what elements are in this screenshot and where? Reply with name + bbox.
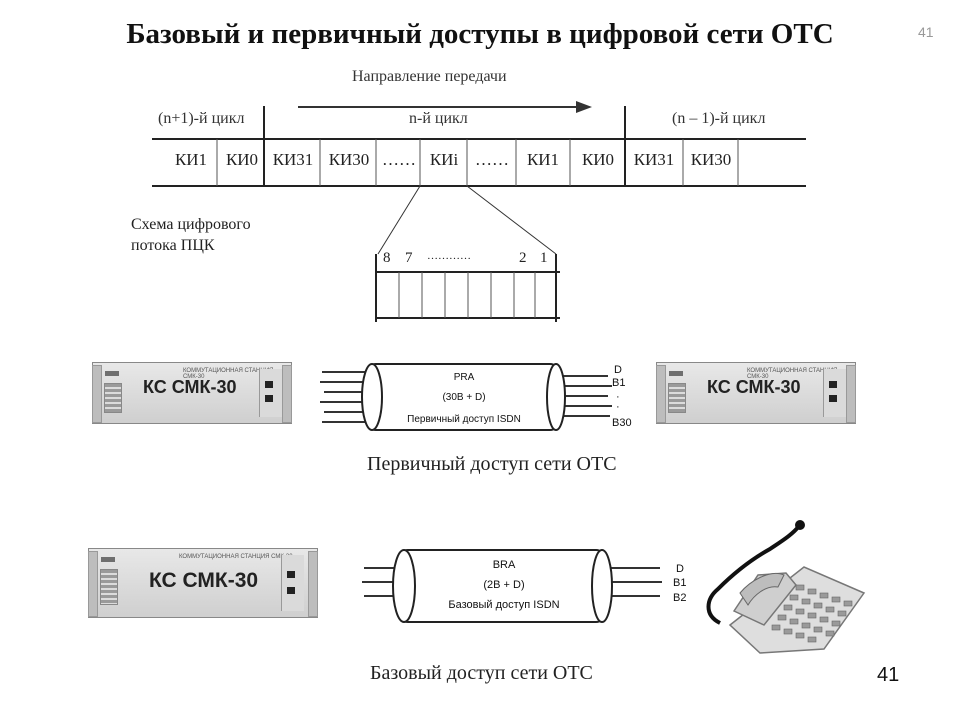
bit-label: 8 bbox=[383, 250, 391, 266]
scheme-label-line2: потока ПЦК bbox=[131, 237, 215, 254]
port bbox=[265, 381, 273, 388]
cable-label-type: BRA bbox=[493, 559, 516, 571]
module-slot bbox=[259, 369, 282, 417]
cycle-label-current: n-й цикл bbox=[409, 110, 468, 127]
port bbox=[265, 395, 273, 402]
cycle-label-previous: (n – 1)-й цикл bbox=[672, 110, 766, 127]
cable-label-description: Первичный доступ ISDN bbox=[407, 414, 521, 425]
rack-ear bbox=[88, 551, 98, 617]
page-number-top: 41 bbox=[918, 24, 934, 40]
primary-caption: Первичный доступ сети ОТС bbox=[367, 453, 617, 475]
rack-ear bbox=[846, 365, 856, 423]
page-number-bottom: 41 bbox=[877, 664, 900, 686]
rack-ear bbox=[282, 365, 292, 423]
port bbox=[829, 395, 837, 402]
frame-cell: КИi bbox=[429, 150, 459, 169]
switch-device-primary-left: КОММУТАЦИОННАЯ СТАНЦИЯ СМК-30 КС СМК-30 bbox=[92, 362, 292, 424]
frame-cell: КИ1 bbox=[174, 150, 208, 169]
rack-ear bbox=[308, 551, 318, 617]
channel-label: B2 bbox=[673, 592, 687, 604]
switch-device-primary-right: КОММУТАЦИОННАЯ СТАНЦИЯ СМК-30 КС СМК-30 bbox=[656, 362, 856, 424]
device-label: КС СМК-30 bbox=[707, 377, 801, 397]
channel-label: D bbox=[614, 364, 622, 376]
frame-cell: КИ0 bbox=[581, 150, 615, 169]
cable-label-type: PRA bbox=[454, 372, 475, 383]
module-slot bbox=[823, 369, 846, 417]
cable-label-channels: (2B + D) bbox=[483, 579, 524, 591]
direction-label: Направление передачи bbox=[352, 68, 507, 85]
keypad bbox=[104, 383, 122, 413]
switch-device-basic: КОММУТАЦИОННАЯ СТАНЦИЯ СМК-30 КС СМК-30 bbox=[88, 548, 318, 618]
channel-label: B30 bbox=[612, 417, 632, 429]
cable-end bbox=[392, 549, 416, 623]
device-toptext: КОММУТАЦИОННАЯ СТАНЦИЯ СМК-30 bbox=[183, 368, 274, 380]
device-label: КС СМК-30 bbox=[143, 377, 237, 397]
pra-cable: PRA (30B + D) Первичный доступ ISDN bbox=[320, 363, 612, 431]
scheme-label: Схема цифрового потока ПЦК bbox=[131, 214, 251, 256]
cable-label-channels: (30B + D) bbox=[442, 392, 485, 403]
channel-label: B1 bbox=[673, 577, 687, 589]
frame-cell: …… bbox=[475, 150, 509, 169]
keypad bbox=[668, 383, 686, 413]
frame-cell: КИ30 bbox=[690, 150, 732, 169]
slide-title: Базовый и первичный доступы в цифровой с… bbox=[126, 18, 834, 50]
channel-label: B1 bbox=[612, 377, 626, 389]
frame-diagram bbox=[152, 101, 806, 322]
channel-label: · bbox=[616, 401, 620, 413]
cable-end bbox=[361, 363, 383, 431]
cycle-label-next: (n+1)-й цикл bbox=[158, 110, 245, 127]
frame-cell: КИ0 bbox=[225, 150, 259, 169]
direction-arrowhead bbox=[576, 101, 592, 113]
cable-label-description: Базовый доступ ISDN bbox=[448, 599, 559, 611]
bit-label: 2 bbox=[519, 250, 527, 266]
cable-end bbox=[546, 363, 566, 431]
bit-label: 7 bbox=[405, 250, 413, 266]
port bbox=[287, 587, 295, 594]
channel-label: D bbox=[676, 563, 684, 575]
display-panel bbox=[669, 371, 683, 376]
frame-cell: КИ31 bbox=[272, 150, 314, 169]
zoom-line-right bbox=[466, 185, 557, 255]
display-panel bbox=[105, 371, 119, 376]
channel-label: · bbox=[616, 391, 620, 403]
basic-caption: Базовый доступ сети ОТС bbox=[370, 662, 593, 684]
frame-cell: КИ31 bbox=[633, 150, 675, 169]
scheme-label-line1: Схема цифрового bbox=[131, 216, 251, 233]
port bbox=[829, 381, 837, 388]
frame-cell: …… bbox=[382, 150, 416, 169]
zoom-line-left bbox=[377, 185, 421, 255]
bra-cable: BRA (2B + D) Базовый доступ ISDN bbox=[362, 549, 662, 623]
telephone-icon bbox=[706, 520, 866, 654]
display-panel bbox=[101, 557, 115, 562]
device-toptext: КОММУТАЦИОННАЯ СТАНЦИЯ СМК-30 bbox=[747, 368, 838, 380]
rack-ear bbox=[92, 365, 102, 423]
frame-cell: КИ1 bbox=[526, 150, 560, 169]
port bbox=[287, 571, 295, 578]
cable-end bbox=[591, 549, 613, 623]
bit-label: ………… bbox=[427, 250, 471, 262]
rack-ear bbox=[656, 365, 666, 423]
frame-cell: КИ30 bbox=[328, 150, 370, 169]
module-slot bbox=[281, 555, 304, 611]
device-toptext: КОММУТАЦИОННАЯ СТАНЦИЯ СМК-30 bbox=[179, 554, 293, 560]
keypad bbox=[100, 569, 118, 605]
bit-label: 1 bbox=[540, 250, 548, 266]
device-label: КС СМК-30 bbox=[149, 569, 259, 592]
